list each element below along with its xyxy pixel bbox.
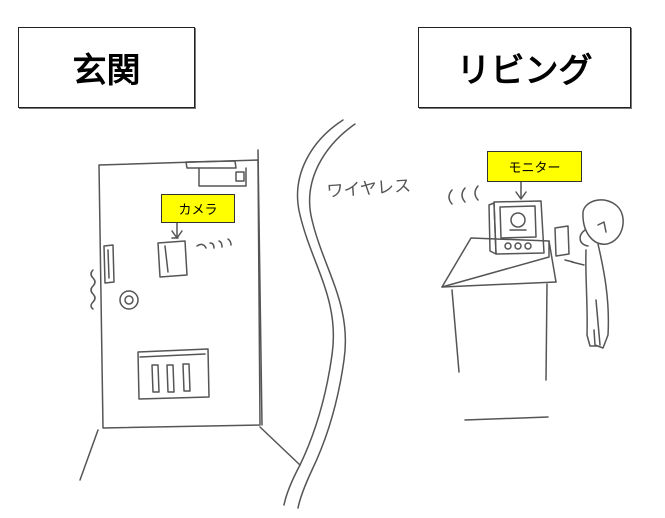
camera-signal-wave [196,243,207,249]
camera-unit [157,240,188,278]
monitor-label: モニター [487,151,582,182]
monitor-screen [499,205,537,239]
door-frame-line [257,149,263,426]
living-title: リビング [456,51,593,91]
camera-label: カメラ [161,194,235,223]
monitor-signal-wave [448,189,453,205]
entrance-title: 玄関 [72,51,141,91]
wireless-label: ワイヤレス [326,176,412,202]
door-chain [90,269,96,310]
door-mail-slot [137,348,210,400]
table-edge [441,281,557,288]
monitor-arrowhead [515,191,527,200]
table-leg-right [545,283,548,381]
monitor-label-text: モニター [508,161,561,176]
door-closer-arm [198,167,247,187]
floor-line [464,416,549,421]
camera-label-text: カメラ [178,203,218,218]
person-illustration [571,199,624,349]
door-lock [119,290,139,310]
table-leg-left [451,289,460,373]
living-title-box: リビング [418,27,631,108]
monitor-illustration [441,181,574,381]
door-handle [103,244,115,284]
handset-holder [554,225,570,257]
person-body [593,243,610,349]
entrance-title-box: 玄関 [18,27,195,108]
camera-arrowhead [171,230,183,239]
person-arm [579,229,589,247]
person-head [582,199,624,245]
door-closer [185,160,237,169]
table-top [441,237,550,288]
door-illustration [79,149,301,481]
wall-divider [283,119,356,509]
